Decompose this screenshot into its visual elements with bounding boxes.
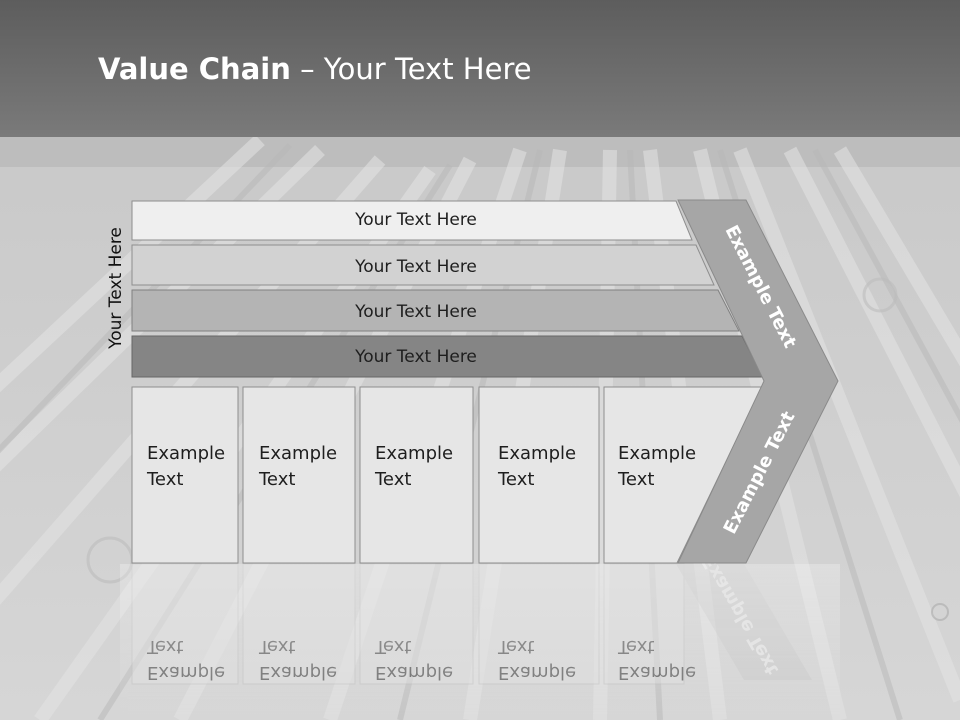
page-title: Value Chain – Your Text Here <box>98 52 532 86</box>
box-3-line-1: Example <box>375 443 453 464</box>
box-1-line-2: Text <box>146 469 183 490</box>
bar-4[interactable]: Your Text Here <box>131 335 764 378</box>
bar-4-label: Your Text Here <box>354 347 477 367</box>
box-2-line-2: Text <box>258 469 295 490</box>
title-rest: – Your Text Here <box>290 52 532 86</box>
bar-3[interactable]: Your Text Here <box>131 289 740 332</box>
box-3-line-2: Text <box>374 469 411 490</box>
bar-2[interactable]: Your Text Here <box>131 244 715 286</box>
box-row: Example Text Example Text Example Text E… <box>131 386 763 564</box>
box-5-line-2: Text <box>617 469 654 490</box>
box-3[interactable]: Example Text <box>359 386 474 564</box>
box-4-shape <box>478 386 600 564</box>
bar-2-label: Your Text Here <box>354 257 477 277</box>
box-4[interactable]: Example Text <box>478 386 600 564</box>
box-3-shape <box>359 386 474 564</box>
bar-3-label: Your Text Here <box>354 302 477 322</box>
box-4-line-1: Example <box>498 443 576 464</box>
title-bar: Value Chain – Your Text Here <box>0 0 960 137</box>
box-1[interactable]: Example Text <box>131 386 239 564</box>
title-bold: Value Chain <box>98 52 291 86</box>
box-2-shape <box>242 386 356 564</box>
side-label: Your Text Here <box>106 227 126 350</box>
bar-1-shape <box>131 200 693 241</box>
box-5-shape <box>603 386 763 564</box>
bar-3-shape <box>131 289 740 332</box>
box-1-shape <box>131 386 239 564</box>
box-2-line-1: Example <box>259 443 337 464</box>
box-2[interactable]: Example Text <box>242 386 356 564</box>
reflection: Example Text Example Text Example Text E… <box>120 551 840 720</box>
bar-1[interactable]: Your Text Here <box>131 200 693 241</box>
chevron-shape <box>677 199 839 564</box>
bar-1-label: Your Text Here <box>354 210 477 230</box>
bar-2-shape <box>131 244 715 286</box>
box-5-line-1: Example <box>618 443 696 464</box>
box-5[interactable]: Example Text <box>603 386 763 564</box>
box-4-line-2: Text <box>497 469 534 490</box>
bar-stack: Your Text Here Your Text Here Your Text … <box>131 200 764 378</box>
box-1-line-1: Example <box>147 443 225 464</box>
